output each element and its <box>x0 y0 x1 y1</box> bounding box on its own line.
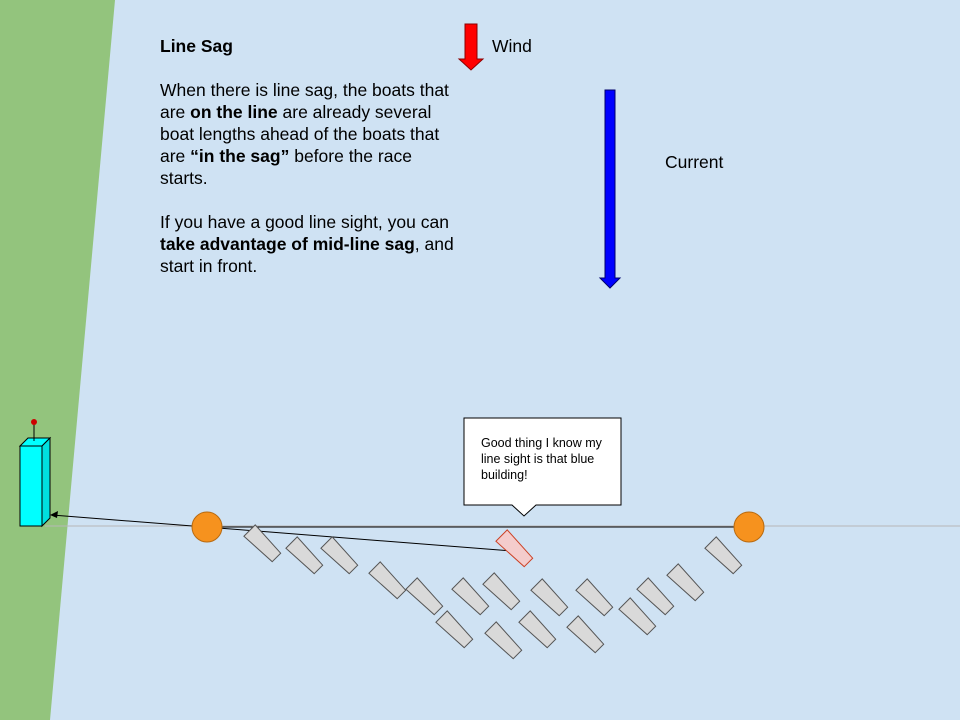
p1-bold-in-sag: “in the sag” <box>190 146 290 166</box>
p2-text-a: If you have a good line sight, you can <box>160 212 449 232</box>
boat-icon <box>530 578 569 617</box>
boat-icon <box>636 577 675 616</box>
p2-text-c: , and start in front. <box>160 234 454 276</box>
boat-icon <box>405 577 444 616</box>
p1-text-c: are already several boat lengths ahead o… <box>160 102 440 166</box>
callout-bubble <box>463 417 622 517</box>
p2-bold-advantage: take advantage of mid-line sag <box>160 234 415 254</box>
sight-line-arrowhead <box>50 511 58 518</box>
wind-arrow-icon <box>457 23 485 71</box>
boat-icon <box>482 572 521 611</box>
wind-label: Wind <box>492 36 532 56</box>
paragraph-2: If you have a good line sight, you can t… <box>160 211 460 277</box>
callout-text: Good thing I know my line sight is that … <box>481 436 602 482</box>
boat-icon <box>451 577 490 616</box>
boat-icon <box>575 578 614 617</box>
building-icon <box>18 419 52 528</box>
current-label: Current <box>665 152 724 172</box>
boat-icon <box>368 561 407 600</box>
sight-line <box>51 514 513 552</box>
boat-icon <box>518 610 557 649</box>
page-title: Line Sag <box>160 36 233 56</box>
boat-icon <box>566 615 605 654</box>
p1-text-e: before the race starts. <box>160 146 412 188</box>
boat-icon <box>435 610 474 649</box>
boat-icon <box>285 536 324 575</box>
boat-icon <box>618 597 657 636</box>
boat-icon <box>704 536 743 575</box>
boat-icon <box>666 563 705 602</box>
paragraph-1: When there is line sag, the boats that a… <box>160 79 460 189</box>
explanation-text: Line Sag When there is line sag, the boa… <box>160 35 460 299</box>
boat-icon <box>484 621 523 660</box>
highlighted-boat-icon <box>495 529 534 568</box>
boat-icon <box>243 524 282 563</box>
p1-text-a: When there is line sag, the boats that a… <box>160 80 449 122</box>
current-arrow-icon <box>598 89 622 289</box>
pin-mark <box>191 511 223 543</box>
boat-icon <box>320 536 359 575</box>
boats <box>243 524 743 660</box>
committee-mark <box>733 511 765 543</box>
p1-bold-on-line: on the line <box>190 102 278 122</box>
shoreline <box>0 0 115 720</box>
